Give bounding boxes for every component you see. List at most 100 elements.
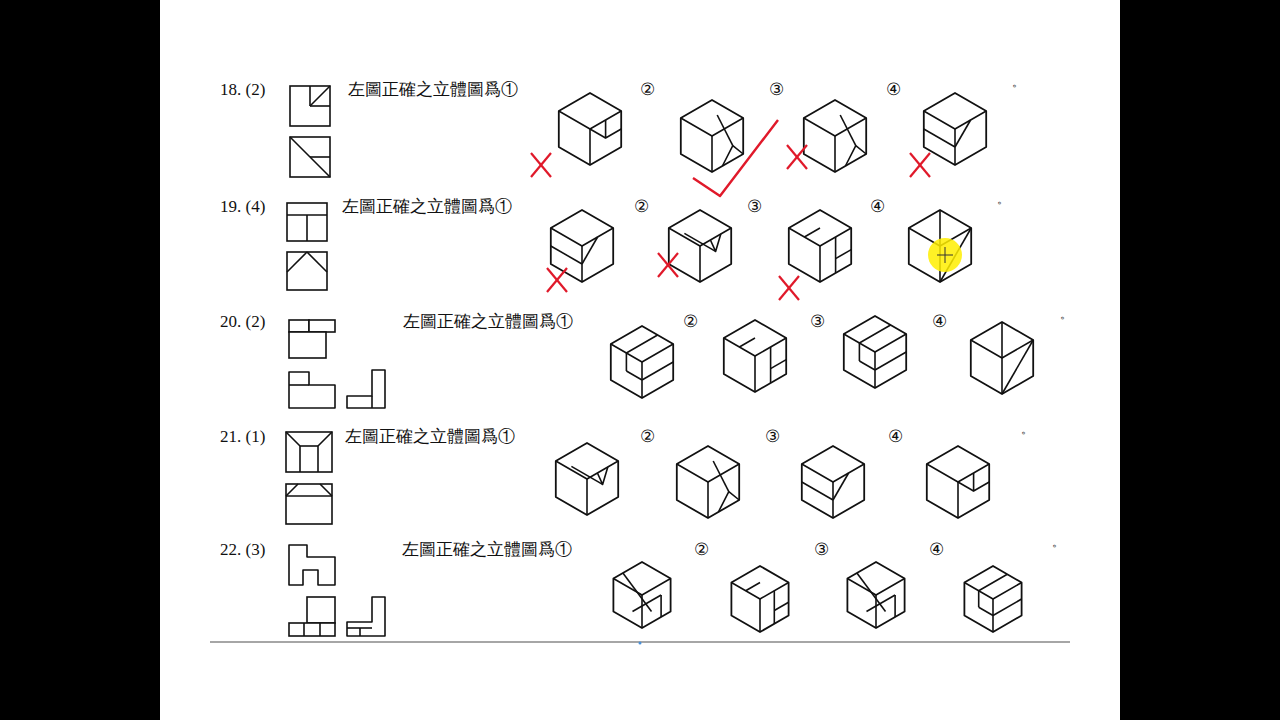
orthographic-view bbox=[347, 370, 385, 408]
option-number: ③ bbox=[769, 80, 784, 100]
isometric-edge bbox=[582, 237, 598, 264]
isometric-edge bbox=[559, 111, 621, 129]
wrong-mark bbox=[910, 153, 930, 177]
isometric-figure bbox=[611, 326, 673, 398]
view-line bbox=[310, 86, 330, 106]
isometric-edge bbox=[993, 599, 1022, 616]
option-number: ④ bbox=[932, 312, 947, 332]
orthographic-view bbox=[286, 484, 332, 524]
option-number: ④ bbox=[888, 427, 903, 447]
end-mark: 。 bbox=[1052, 532, 1064, 552]
isometric-figure bbox=[669, 210, 731, 282]
isometric-edge bbox=[979, 574, 1008, 607]
wrong-mark bbox=[531, 153, 551, 177]
view-line bbox=[310, 105, 330, 107]
isometric-edge bbox=[713, 461, 729, 492]
isometric-figure bbox=[909, 210, 971, 282]
isometric-edge bbox=[551, 228, 613, 246]
option-number: ③ bbox=[810, 312, 825, 332]
isometric-edge bbox=[1001, 322, 1003, 358]
view-line bbox=[319, 623, 321, 636]
isometric-edge bbox=[955, 120, 971, 147]
isometric-edge bbox=[633, 595, 662, 612]
isometric-figure bbox=[551, 210, 613, 282]
isometric-figure bbox=[556, 443, 618, 515]
isometric-edge bbox=[773, 591, 775, 624]
orthographic-view bbox=[289, 623, 335, 636]
wrong-mark bbox=[779, 276, 799, 300]
question-text: 左圖正確之立體圖爲① bbox=[342, 197, 512, 217]
isometric-edge bbox=[859, 361, 875, 370]
isometric-figure bbox=[847, 562, 904, 628]
isometric-edge bbox=[551, 246, 582, 264]
view-line bbox=[307, 252, 327, 272]
option-number: ② bbox=[640, 80, 655, 100]
option-number: ③ bbox=[765, 427, 780, 447]
orthographic-view bbox=[309, 320, 335, 332]
isometric-edge bbox=[927, 464, 989, 482]
isometric-edge bbox=[759, 599, 761, 632]
orthographic-view bbox=[289, 320, 309, 332]
isometric-edge bbox=[626, 335, 657, 371]
view-line bbox=[317, 446, 319, 472]
isometric-edge bbox=[1002, 340, 1033, 394]
isometric-edge bbox=[754, 356, 756, 392]
isometric-edge bbox=[835, 237, 837, 273]
view-line bbox=[287, 252, 307, 272]
isometric-figure bbox=[677, 446, 739, 518]
isometric-edge bbox=[677, 464, 739, 482]
view-line bbox=[286, 484, 298, 496]
question-text: 左圖正確之立體圖爲① bbox=[402, 540, 572, 560]
isometric-figure bbox=[731, 566, 788, 632]
option-number: ④ bbox=[886, 80, 901, 100]
isometric-figure bbox=[559, 93, 621, 165]
orthographic-view bbox=[289, 332, 326, 358]
orthographic-view bbox=[290, 86, 330, 126]
isometric-figure bbox=[802, 446, 864, 518]
view-line bbox=[309, 86, 311, 106]
isometric-edge bbox=[684, 233, 715, 251]
isometric-edge bbox=[771, 360, 787, 369]
isometric-figure bbox=[613, 562, 670, 628]
isometric-edge bbox=[894, 595, 896, 617]
isometric-edge bbox=[642, 362, 673, 380]
isometric-edge bbox=[979, 607, 993, 615]
orthographic-view bbox=[287, 203, 327, 241]
view-line bbox=[286, 495, 332, 497]
isometric-figure bbox=[964, 566, 1021, 632]
isometric-edge bbox=[875, 352, 906, 370]
isometric-edge bbox=[844, 334, 906, 352]
isometric-edge bbox=[589, 129, 591, 165]
isometric-edge bbox=[964, 583, 1021, 600]
option-number: ③ bbox=[814, 540, 829, 560]
isometric-edge bbox=[707, 482, 709, 518]
isometric-edge bbox=[804, 228, 820, 237]
view-line bbox=[359, 628, 361, 636]
isometric-edge bbox=[802, 482, 833, 500]
option-number: ③ bbox=[747, 197, 762, 217]
isometric-figure bbox=[724, 320, 786, 392]
end-mark: 。 bbox=[1012, 72, 1024, 92]
option-number: ② bbox=[640, 427, 655, 447]
question-text: 左圖正確之立體圖爲① bbox=[403, 312, 573, 332]
isometric-edge bbox=[626, 371, 642, 380]
option-number: ② bbox=[683, 312, 698, 332]
isometric-edge bbox=[974, 473, 990, 491]
isometric-edge bbox=[789, 228, 851, 246]
wrong-mark bbox=[547, 268, 567, 292]
orthographic-view bbox=[289, 545, 335, 585]
orthographic-view bbox=[347, 597, 385, 636]
option-number: ④ bbox=[929, 540, 944, 560]
view-line bbox=[320, 484, 332, 496]
wrong-mark bbox=[547, 268, 567, 292]
isometric-edge bbox=[722, 146, 743, 166]
view-line bbox=[318, 432, 332, 446]
orthographic-view bbox=[290, 137, 330, 177]
question-number: 20. (2) bbox=[220, 312, 265, 332]
end-mark: 。 bbox=[1060, 304, 1072, 324]
cursor-cross bbox=[945, 247, 946, 263]
isometric-edge bbox=[660, 595, 662, 617]
isometric-edge bbox=[586, 479, 588, 515]
isometric-edge bbox=[836, 250, 852, 259]
